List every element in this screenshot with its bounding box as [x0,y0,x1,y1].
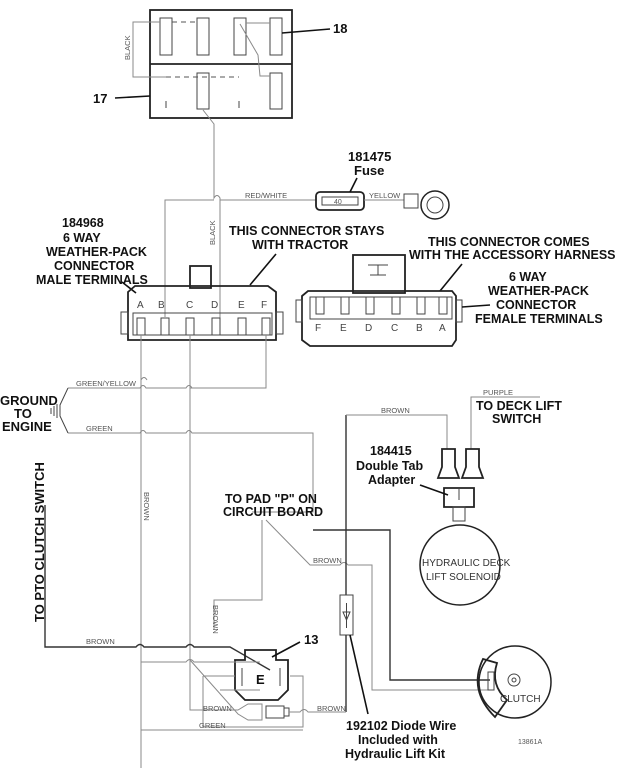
double-tab-adapter: PURPLE TO DECK LIFT SWITCH 184415 Double… [356,388,562,522]
male-connector-line5: MALE TERMINALS [36,273,148,287]
ground-line3: ENGINE [2,419,52,434]
wire-label-red-white: RED/WHITE [245,191,287,200]
male-connector-line3: WEATHER-PACK [46,245,147,259]
female-pin-f: F [315,323,321,334]
diode-line1: 192102 Diode Wire [346,719,456,733]
wire-label-brown-low-left: BROWN [203,704,232,713]
wire-label-brown-low-right: BROWN [317,704,346,713]
pto-clutch: CLUTCH [476,645,552,719]
pad-line2: CIRCUIT BOARD [223,505,323,519]
male-pin-c: C [186,300,193,311]
wire-label-brown-pto: BROWN [86,637,115,646]
pad-p-lead: TO PAD "P" ON CIRCUIT BOARD BROWN BROWN [211,492,490,691]
male-pin-e: E [238,300,245,311]
wire-label-green-low: GREEN [199,721,226,730]
female-connector-line3: CONNECTOR [496,298,576,312]
diode-line3: Hydraulic Lift Kit [345,747,446,761]
female-pin-c: C [391,323,398,334]
male-connector-line4: CONNECTOR [54,259,134,273]
figure-id: 13861A [518,739,542,746]
pto-label: TO PTO CLUTCH SWITCH [32,462,47,622]
note-stays-line2: WITH TRACTOR [252,238,348,252]
wire-label-brown-sw: BROWN [211,605,220,634]
wire-label-black-top: BLACK [123,35,132,60]
male-pin-f: F [261,300,267,311]
ground-line2: TO [14,406,32,421]
wire-label-green: GREEN [86,424,113,433]
fuse-part-number: 181475 [348,149,391,164]
pad-line1: TO PAD "P" ON [225,492,317,506]
wire-label-purple: PURPLE [483,388,513,397]
male-pin-a: A [137,300,144,311]
wire-label-black-mid: BLACK [208,220,217,245]
callout-17: 17 [93,91,107,106]
solenoid-line2: LIFT SOLENOID [426,572,501,583]
female-connector: THIS CONNECTOR COMES WITH THE ACCESSORY … [295,235,616,347]
fuse-label: Fuse [354,163,384,178]
male-pin-d: D [211,300,218,311]
female-pin-e: E [340,323,347,334]
hydraulic-deck-lift-solenoid: HYDRAULIC DECK LIFT SOLENOID [419,524,511,606]
ground-to-engine: GREEN/YELLOW GREEN GROUND TO ENGINE [0,379,314,513]
male-connector-part: 184968 [62,216,104,230]
bottom-harness: BROWN BROWN GREEN [141,658,346,731]
wire-label-green-yellow: GREEN/YELLOW [76,379,137,388]
svg-text:E: E [256,672,265,687]
deck-line1: TO DECK LIFT [476,399,562,413]
deck-line2: SWITCH [492,412,541,426]
wire-label-brown-vert: BROWN [142,492,151,521]
female-connector-line1: 6 WAY [509,270,547,284]
switch-13: E 13 [141,632,318,728]
male-connector-line2: 6 WAY [63,231,101,245]
diode-line2: Included with [358,733,438,747]
callout-13: 13 [304,632,318,647]
note-comes-line2: WITH THE ACCESSORY HARNESS [409,248,616,262]
relay-block: BLACK 18 17 [93,9,347,119]
wire-label-brown-pad: BROWN [313,556,342,565]
note-stays-line1: THIS CONNECTOR STAYS [229,224,384,238]
wire-label-brown-top: BROWN [381,406,410,415]
adapter-line3: Adapter [368,473,415,487]
note-comes-line1: THIS CONNECTOR COMES [428,235,590,249]
fuse-rating: 40 [334,199,342,206]
male-connector: 184968 6 WAY WEATHER-PACK CONNECTOR MALE… [36,216,284,341]
fuse: RED/WHITE 40 181475 Fuse YELLOW [164,149,450,317]
wire-label-yellow: YELLOW [369,191,401,200]
solenoid-line1: HYDRAULIC DECK [422,558,511,569]
female-pin-a: A [439,323,446,334]
callout-18: 18 [333,21,347,36]
ground-line1: GROUND [0,393,58,408]
female-pin-d: D [365,323,372,334]
female-connector-line2: WEATHER-PACK [488,284,589,298]
pto-clutch-switch-lead: TO PTO CLUTCH SWITCH BROWN [32,462,271,671]
female-connector-line4: FEMALE TERMINALS [475,312,603,326]
adapter-line2: Double Tab [356,459,423,473]
diode-wire: 192102 Diode Wire Included with Hydrauli… [339,415,456,761]
ring-terminal-icon [420,190,450,220]
adapter-part: 184415 [370,444,412,458]
male-pin-b: B [158,300,165,311]
clutch-label: CLUTCH [500,694,541,705]
female-pin-b: B [416,323,423,334]
